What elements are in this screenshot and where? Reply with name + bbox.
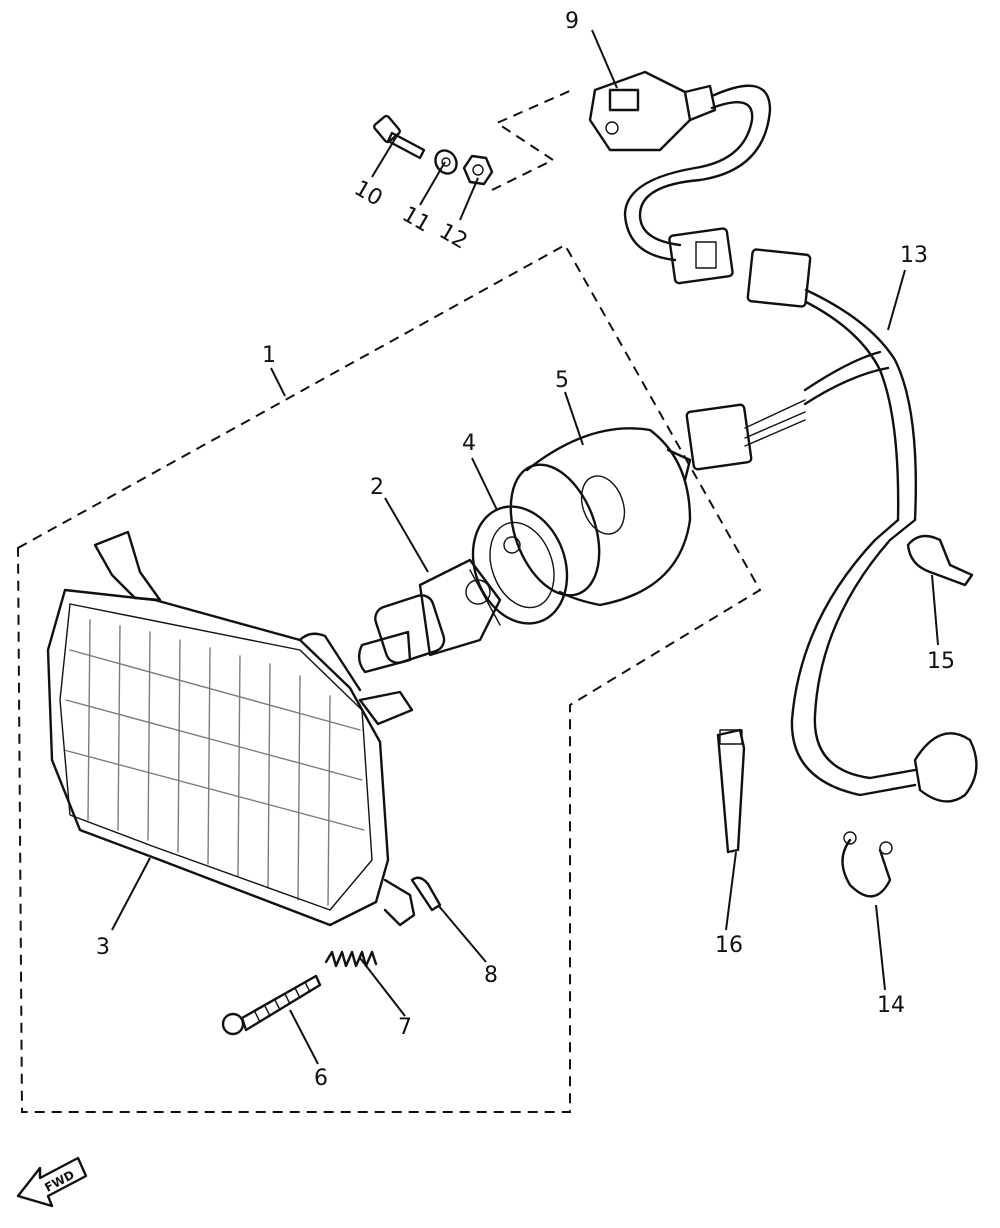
callout-9: 9	[565, 9, 579, 34]
fastener-bracket	[491, 89, 573, 191]
headlight-unit	[46, 530, 416, 927]
callout-4: 4	[462, 431, 476, 456]
callout-3: 3	[96, 935, 110, 960]
callout-8: 8	[484, 963, 498, 988]
callout-6: 6	[314, 1066, 328, 1091]
callout-13: 13	[900, 243, 928, 268]
cable-clamp	[906, 534, 974, 587]
callout-5: 5	[555, 368, 569, 393]
sub-harness	[685, 248, 978, 803]
nut	[462, 154, 494, 186]
dimmer-switch	[588, 70, 772, 285]
bolt	[373, 114, 426, 160]
callout-16: 16	[715, 933, 743, 958]
assembly-boundary	[16, 243, 762, 1113]
forward-arrow-icon: FWD	[16, 1156, 88, 1208]
callout-15: 15	[927, 649, 955, 674]
callout-14: 14	[877, 993, 905, 1018]
washer	[434, 149, 458, 175]
callout-labels: 1 2 3 4 5 6 7 8 9 10 11 12 13 14 15 16	[96, 9, 955, 1091]
clip-nut	[410, 876, 442, 912]
bulb-holder	[471, 505, 569, 625]
adjusting-screw	[221, 974, 322, 1036]
spring	[324, 950, 378, 968]
callout-11: 11	[398, 202, 435, 238]
callout-1: 1	[262, 343, 276, 368]
leader-lines	[111, 29, 939, 1065]
callout-12: 12	[435, 219, 472, 255]
socket-cover	[509, 427, 692, 607]
callout-7: 7	[398, 1015, 412, 1040]
band-clamp	[841, 831, 893, 898]
bulb	[357, 558, 502, 674]
callout-10: 10	[350, 176, 387, 212]
cable-tie	[716, 728, 746, 854]
callout-2: 2	[370, 475, 384, 500]
